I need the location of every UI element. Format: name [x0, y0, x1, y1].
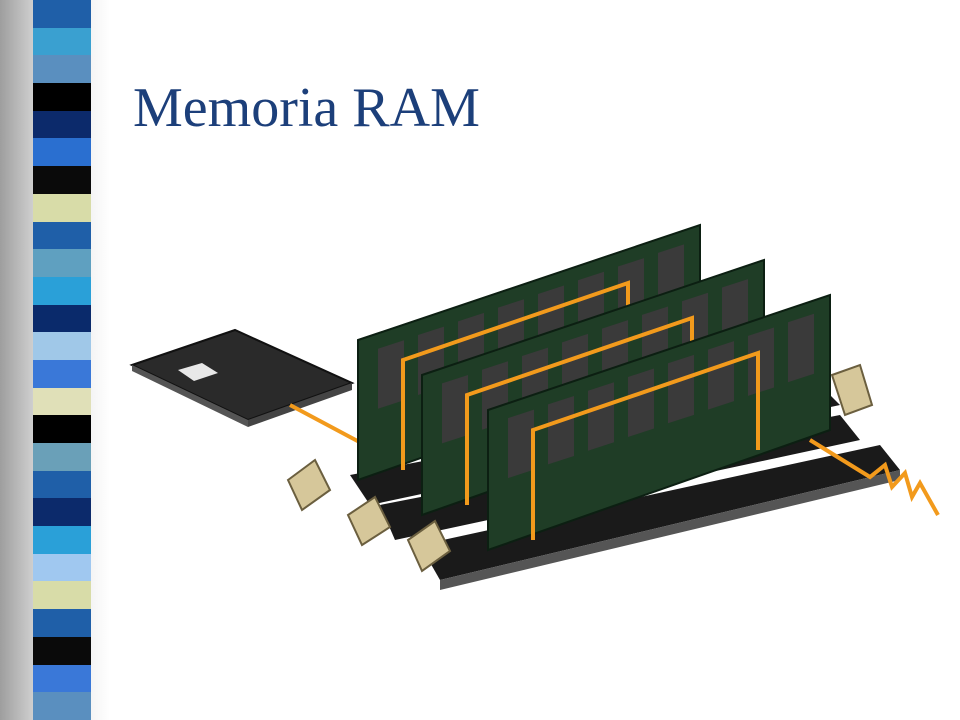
border-stripe: [33, 609, 91, 637]
border-stripe: [33, 138, 91, 167]
border-stripe: [33, 443, 91, 471]
border-stripe: [33, 83, 91, 111]
memory-chip-icon: [548, 395, 574, 465]
memory-chip-icon: [378, 340, 404, 409]
memory-chip-icon: [442, 374, 468, 444]
slide-title: Memoria RAM: [133, 77, 480, 139]
border-stripe: [33, 332, 91, 360]
border-stripe: [33, 636, 91, 665]
border-stripe: [33, 304, 91, 333]
striped-border: [33, 0, 91, 720]
border-stripe: [33, 27, 91, 56]
memory-chip-icon: [588, 382, 614, 451]
border-stripe: [33, 692, 91, 720]
memory-chip-icon: [708, 341, 734, 410]
border-stripe: [33, 276, 91, 305]
border-stripe: [33, 470, 91, 499]
left-decorative-bar: [0, 0, 110, 720]
processor-chip-icon: [129, 328, 355, 427]
border-stripe: [33, 581, 91, 610]
ram-module-icon: [487, 293, 831, 552]
memory-chip-icon: [508, 409, 534, 479]
border-stripe: [33, 664, 91, 693]
border-stripe: [33, 0, 91, 28]
border-stripe: [33, 110, 91, 139]
border-stripe: [33, 55, 91, 84]
border-stripe: [33, 526, 91, 554]
border-stripe: [33, 553, 91, 582]
border-stripe: [33, 221, 91, 250]
memory-chip-icon: [628, 368, 654, 438]
border-stripe: [33, 249, 91, 277]
border-stripe: [33, 415, 91, 443]
border-stripe: [33, 359, 91, 388]
border-stripe: [33, 387, 91, 416]
border-stripe: [33, 193, 91, 222]
border-stripe: [33, 498, 91, 527]
border-stripe: [33, 166, 91, 194]
ram-modules-illustration-icon: [129, 223, 940, 590]
memory-chip-icon: [748, 327, 774, 396]
memory-chip-icon: [788, 313, 814, 383]
latch-icon: [286, 363, 874, 573]
memory-chip-icon: [668, 354, 694, 424]
